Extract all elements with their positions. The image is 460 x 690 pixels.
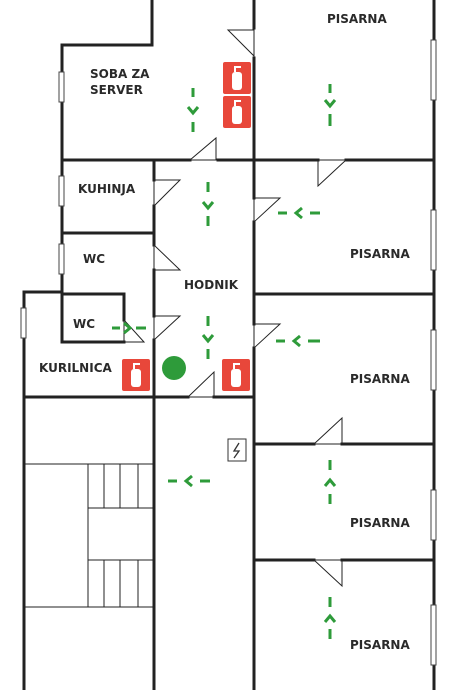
window	[430, 39, 437, 101]
wall-kurilnica-outline	[22, 290, 64, 690]
fire-extinguisher-icon	[222, 359, 250, 391]
doors	[123, 29, 348, 588]
evacuation-arrow-icon	[186, 88, 200, 132]
door-office-3	[253, 323, 282, 350]
window	[430, 489, 437, 541]
evacuation-arrow-icon	[323, 84, 337, 126]
room-label-kuhinja: KUHINJA	[78, 182, 136, 196]
door-office-1	[226, 29, 255, 58]
evacuation-arrow-icon	[201, 316, 215, 359]
evacuation-arrow-icon	[278, 206, 320, 220]
green-circle-icon	[162, 356, 186, 380]
door-office-5	[312, 559, 343, 588]
fire-extinguisher-icon	[122, 359, 150, 391]
door-kuhinja	[153, 179, 182, 208]
fire-extinguisher-icon	[223, 62, 251, 94]
window	[430, 209, 437, 271]
fire-extinguishers	[122, 62, 251, 391]
staircase	[24, 463, 154, 608]
room-label-hodnik: HODNIK	[184, 278, 239, 292]
evacuation-arrow-icon	[323, 597, 337, 639]
door-office-2-side	[253, 197, 282, 224]
windows	[20, 39, 437, 666]
room-label-soba-za-server: SOBA ZA	[90, 67, 150, 81]
door-corridor-lower	[186, 370, 215, 398]
room-label-pisarna: PISARNA	[327, 12, 387, 26]
room-label-pisarna: PISARNA	[350, 247, 410, 261]
evacuation-arrow-icon	[276, 334, 320, 348]
room-label-kurilnica: KURILNICA	[39, 361, 112, 375]
walls	[22, 0, 436, 690]
door-wc-1	[153, 243, 182, 271]
room-label-wc: WC	[83, 252, 105, 266]
window	[20, 307, 27, 339]
door-server	[188, 136, 217, 161]
door-kurilnica	[153, 315, 182, 342]
window	[430, 329, 437, 391]
evacuation-arrow-icon	[201, 182, 215, 226]
door-wc-2	[123, 318, 146, 343]
room-label-pisarna: PISARNA	[350, 372, 410, 386]
electrical-panel-icon	[227, 438, 247, 462]
window	[58, 243, 65, 275]
door-office-2	[317, 159, 348, 188]
window	[58, 71, 65, 103]
fire-extinguisher-icon	[223, 96, 251, 128]
room-labels: PISARNA SOBA ZA SERVER KUHINJA PISARNA W…	[39, 12, 410, 652]
evacuation-arrow-icon	[168, 474, 210, 488]
evacuation-arrow-icon	[112, 321, 146, 335]
room-label-wc: WC	[73, 317, 95, 331]
window	[58, 175, 65, 207]
room-label-pisarna: PISARNA	[350, 516, 410, 530]
window	[430, 604, 437, 666]
room-label-pisarna: PISARNA	[350, 638, 410, 652]
room-label-soba-za-server: SERVER	[90, 83, 143, 97]
evacuation-routes	[112, 84, 337, 639]
door-office-4	[312, 416, 343, 445]
evacuation-arrow-icon	[323, 460, 337, 504]
